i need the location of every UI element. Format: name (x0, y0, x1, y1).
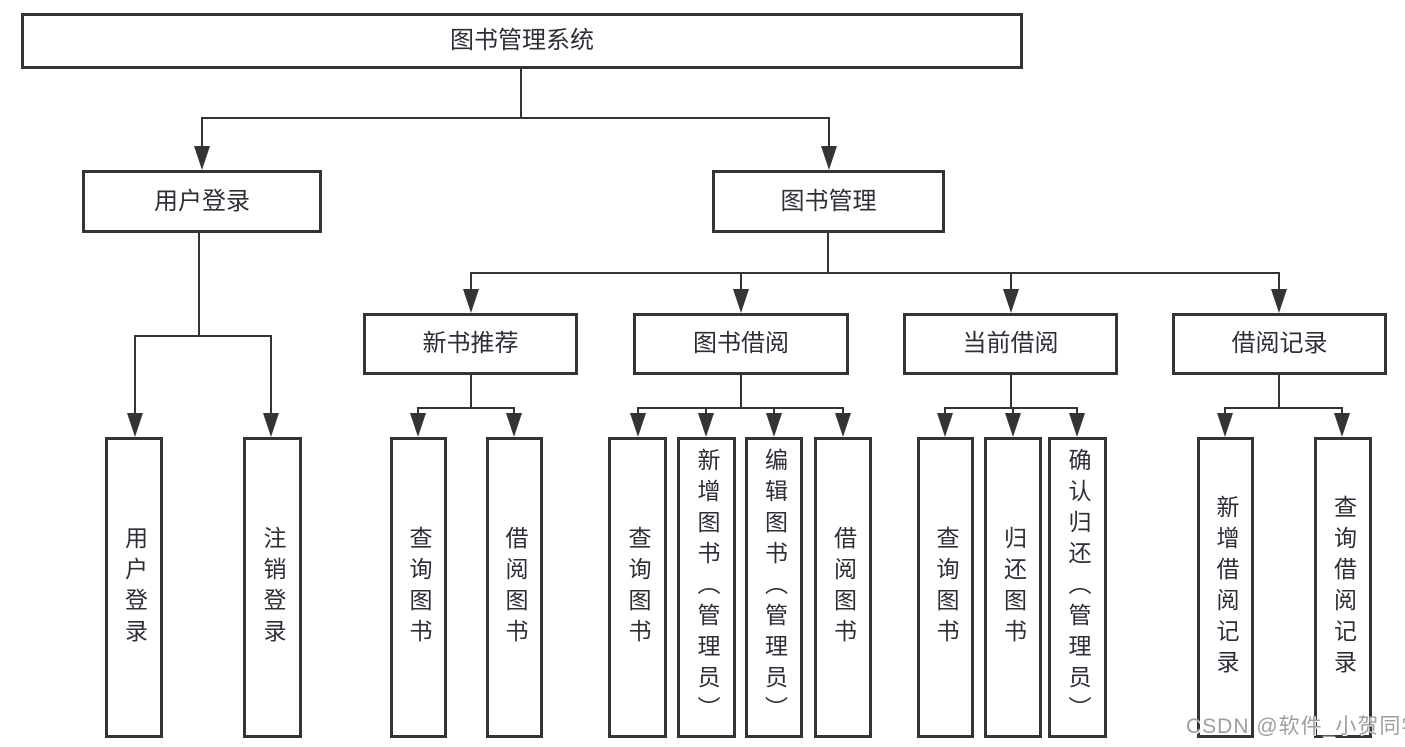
arrow-to-book-mgmt (821, 146, 837, 170)
connector-to-user-login (201, 117, 203, 150)
connector-to-borrowing (740, 272, 742, 291)
connector-records-bar (1224, 407, 1343, 409)
leaf-new-books-borrow: 借阅图书 (486, 437, 543, 738)
arrow-to-borrowing (733, 289, 749, 313)
arrow-to-logout-leaf (263, 413, 279, 437)
node-root: 图书管理系统 (21, 13, 1023, 69)
connector-borrowing-bar (637, 407, 843, 409)
connector-current-bar (944, 407, 1078, 409)
connector-borrowing-leaf3 (773, 407, 775, 416)
arrow-new-books-leaf2 (506, 413, 522, 437)
leaf-borrowing-query: 查询图书 (608, 437, 667, 738)
leaf-current-return: 归还图书 (984, 437, 1042, 738)
connector-current-stem (1010, 375, 1012, 407)
connector-new-books-stem (470, 375, 472, 407)
connector-records-leaf1 (1224, 407, 1226, 416)
connector-user-login-bar (134, 335, 272, 337)
connector-borrowing-leaf1 (637, 407, 639, 416)
leaf-records-add: 新增借阅记录 (1197, 437, 1254, 738)
connector-borrowing-stem (740, 375, 742, 407)
leaf-logout: 注销登录 (243, 437, 302, 738)
connector-borrowing-leaf2 (705, 407, 707, 416)
arrow-to-current (1003, 289, 1019, 313)
connector-to-new-books (470, 272, 472, 291)
arrow-current-leaf1 (937, 413, 953, 437)
node-new-books: 新书推荐 (363, 313, 578, 375)
connector-to-login-leaf (134, 335, 136, 415)
connector-to-current (1010, 272, 1012, 291)
arrow-borrowing-leaf2 (698, 413, 714, 437)
connector-new-books-leaf2 (513, 407, 515, 416)
csdn-watermark: CSDN @软件_小贺同学 (1186, 715, 1405, 738)
connector-new-books-leaf1 (417, 407, 419, 416)
arrow-current-leaf3 (1069, 413, 1085, 437)
arrow-new-books-leaf1 (410, 413, 426, 437)
arrow-borrowing-leaf3 (766, 413, 782, 437)
leaf-current-confirm-return: 确认归还（管理员） (1048, 437, 1107, 738)
connector-root-bar (201, 117, 830, 119)
connector-records-leaf2 (1341, 407, 1343, 416)
connector-to-records (1278, 272, 1280, 291)
connector-current-leaf1 (944, 407, 946, 416)
leaf-new-books-query: 查询图书 (390, 437, 447, 738)
leaf-records-query: 查询借阅记录 (1314, 437, 1372, 738)
arrow-borrowing-leaf4 (835, 413, 851, 437)
node-book-mgmt: 图书管理 (712, 170, 945, 233)
connector-to-book-mgmt (828, 117, 830, 150)
connector-user-login-stem (198, 233, 200, 335)
node-borrowing: 图书借阅 (633, 313, 849, 375)
arrow-to-new-books (463, 289, 479, 313)
node-user-login: 用户登录 (82, 170, 322, 233)
connector-root-stem (520, 69, 522, 119)
node-current: 当前借阅 (903, 313, 1118, 375)
connector-book-mgmt-stem (827, 233, 829, 272)
arrow-borrowing-leaf1 (630, 413, 646, 437)
leaf-user-login: 用户登录 (105, 437, 163, 738)
leaf-borrowing-edit: 编辑图书（管理员） (745, 437, 803, 738)
connector-book-mgmt-bar (470, 272, 1280, 274)
arrow-current-leaf2 (1005, 413, 1021, 437)
connector-new-books-bar (417, 407, 515, 409)
leaf-borrowing-borrow: 借阅图书 (814, 437, 872, 738)
connector-to-logout-leaf (270, 335, 272, 415)
arrow-to-records (1271, 289, 1287, 313)
connector-current-leaf2 (1012, 407, 1014, 416)
connector-current-leaf3 (1076, 407, 1078, 416)
connector-borrowing-leaf4 (842, 407, 844, 416)
node-records: 借阅记录 (1172, 313, 1387, 375)
arrow-records-leaf1 (1217, 413, 1233, 437)
arrow-to-user-login (194, 146, 210, 170)
connector-records-stem (1278, 375, 1280, 407)
arrow-records-leaf2 (1334, 413, 1350, 437)
leaf-borrowing-add: 新增图书（管理员） (677, 437, 736, 738)
arrow-to-login-leaf (127, 413, 143, 437)
leaf-current-query: 查询图书 (917, 437, 974, 738)
